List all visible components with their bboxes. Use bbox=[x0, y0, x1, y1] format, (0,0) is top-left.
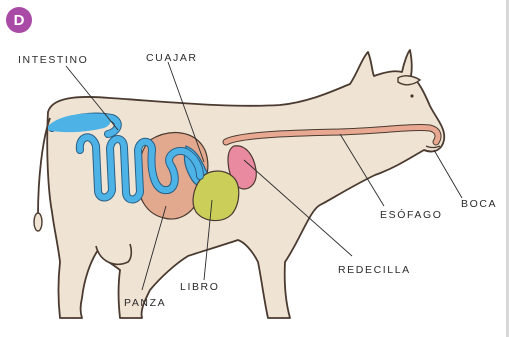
label-intestino: INTESTINO bbox=[18, 54, 88, 66]
tail-tuft bbox=[34, 213, 42, 231]
label-boca: BOCA bbox=[461, 198, 497, 210]
label-cuajar: CUAJAR bbox=[146, 52, 198, 64]
label-libro: LIBRO bbox=[180, 281, 220, 293]
label-redecilla: REDECILLA bbox=[338, 264, 411, 276]
leader-boca bbox=[434, 150, 462, 198]
label-panza: PANZA bbox=[124, 297, 166, 309]
cow-udder bbox=[96, 244, 131, 264]
cow-eye bbox=[410, 94, 413, 97]
label-esofago: ESÓFAGO bbox=[380, 209, 443, 221]
